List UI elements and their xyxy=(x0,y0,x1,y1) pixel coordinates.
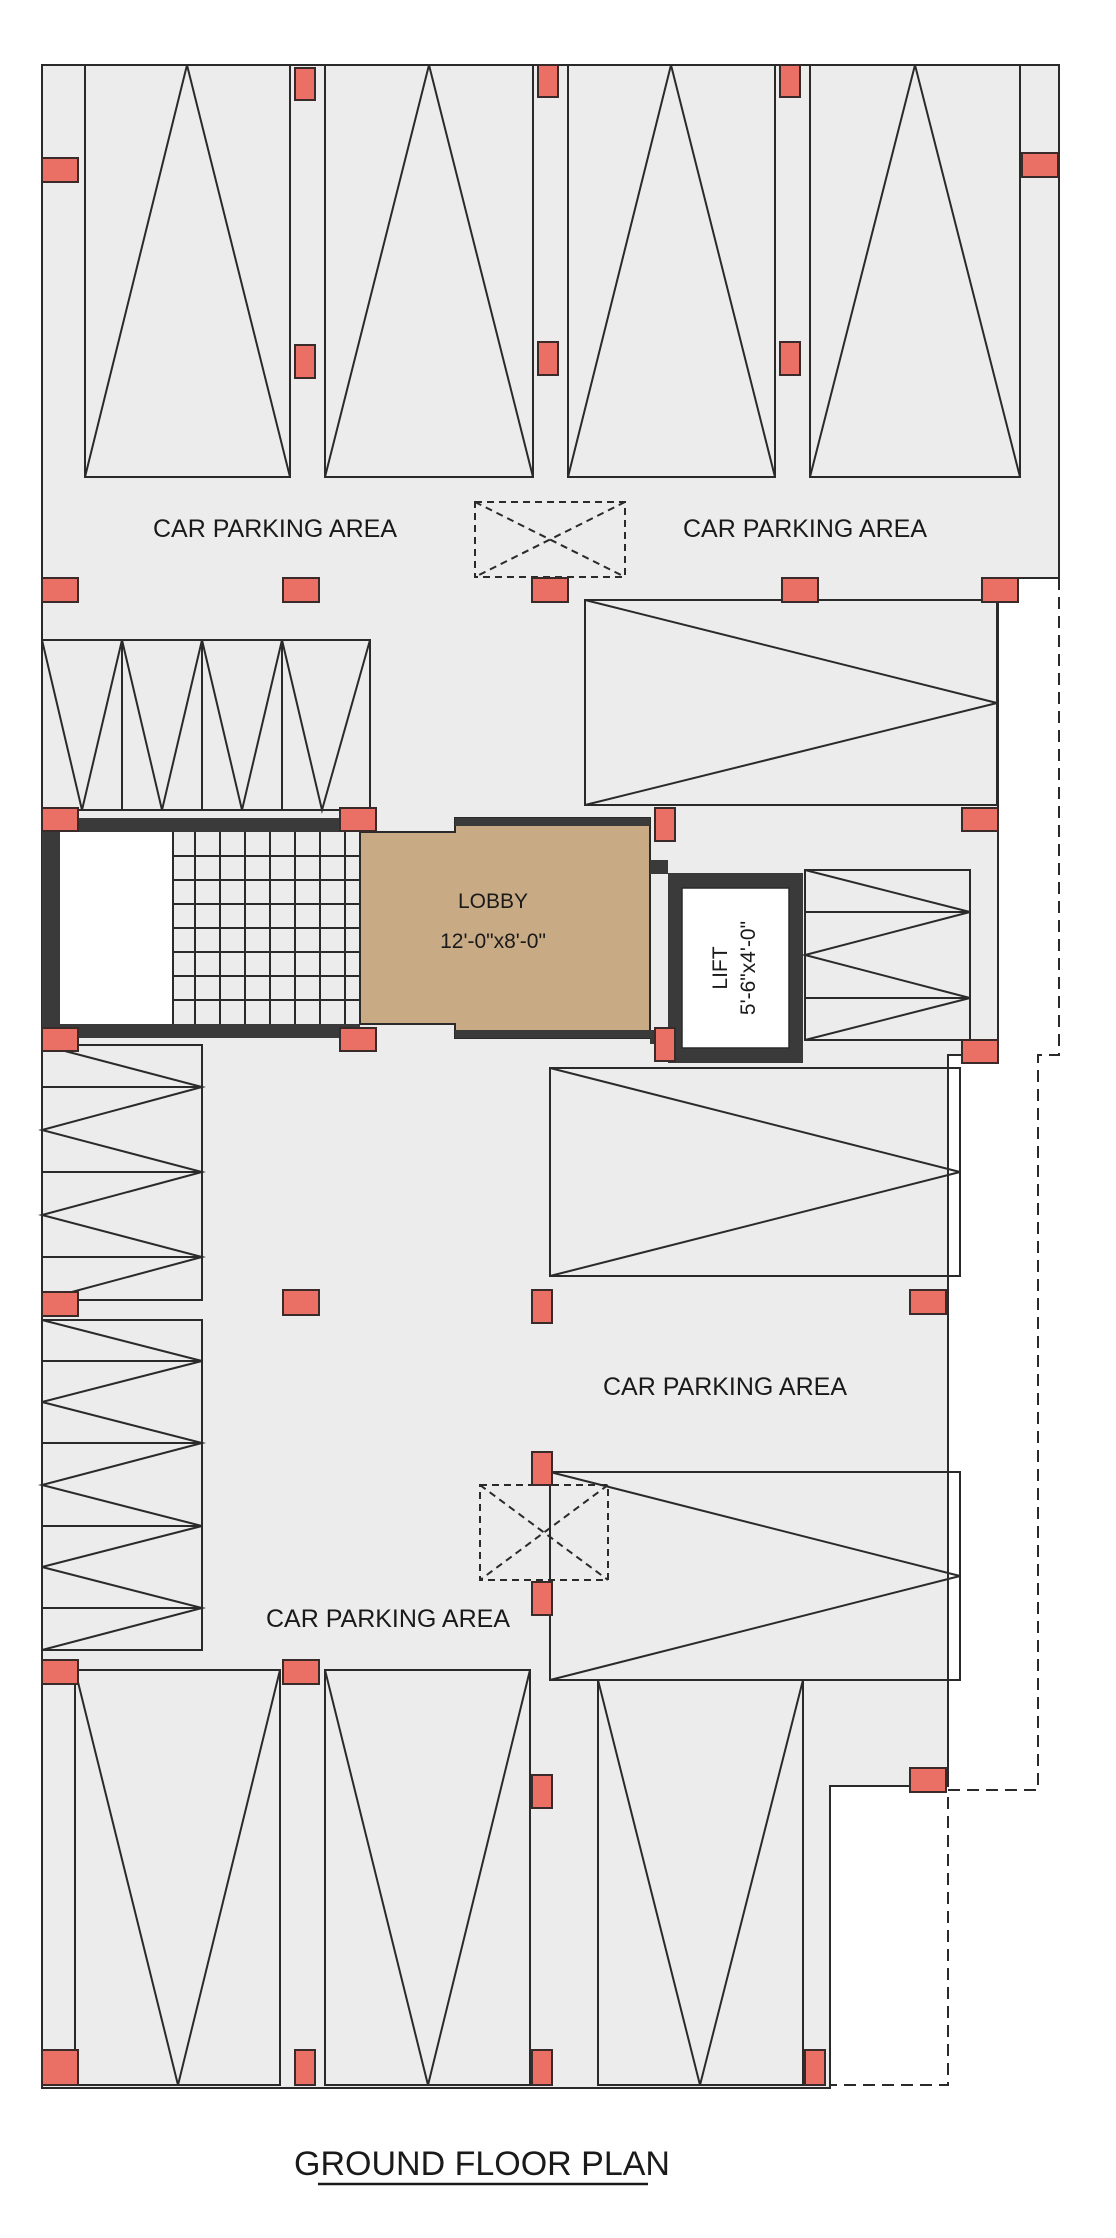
two-wheeler-bays-right xyxy=(801,869,971,1041)
columns xyxy=(41,64,1059,2086)
parking-label-middle-right: CAR PARKING AREA xyxy=(603,1373,847,1401)
lift-size-label: 5'-6"x4'-0" xyxy=(737,921,760,1015)
two-wheeler-bays-left-middle xyxy=(38,1044,206,1301)
lift-labels: LIFT 5'-6"x4'-0" xyxy=(709,921,760,1015)
two-wheeler-bays-left-lower xyxy=(38,1319,206,1651)
lift xyxy=(650,860,803,1063)
staircase xyxy=(42,818,360,1038)
parking-label-top-right: CAR PARKING AREA xyxy=(683,515,927,543)
parking-bays-bottom xyxy=(74,1669,804,2086)
lobby xyxy=(359,817,651,1039)
parking-bay-right-middle xyxy=(549,1067,961,1277)
plan-title: GROUND FLOOR PLAN xyxy=(294,2145,670,2183)
parking-bays-top xyxy=(84,64,1021,478)
site-boundary xyxy=(830,578,1060,2086)
parking-label-bottom-left: CAR PARKING AREA xyxy=(266,1605,510,1633)
parking-label-top-left: CAR PARKING AREA xyxy=(153,515,397,543)
two-wheeler-bays-left-top xyxy=(41,639,371,814)
lift-name-label: LIFT xyxy=(709,946,732,989)
lobby-name-label: LOBBY xyxy=(458,890,528,913)
lobby-size-label: 12'-0"x8'-0" xyxy=(440,930,546,953)
stair-void xyxy=(58,832,173,1027)
